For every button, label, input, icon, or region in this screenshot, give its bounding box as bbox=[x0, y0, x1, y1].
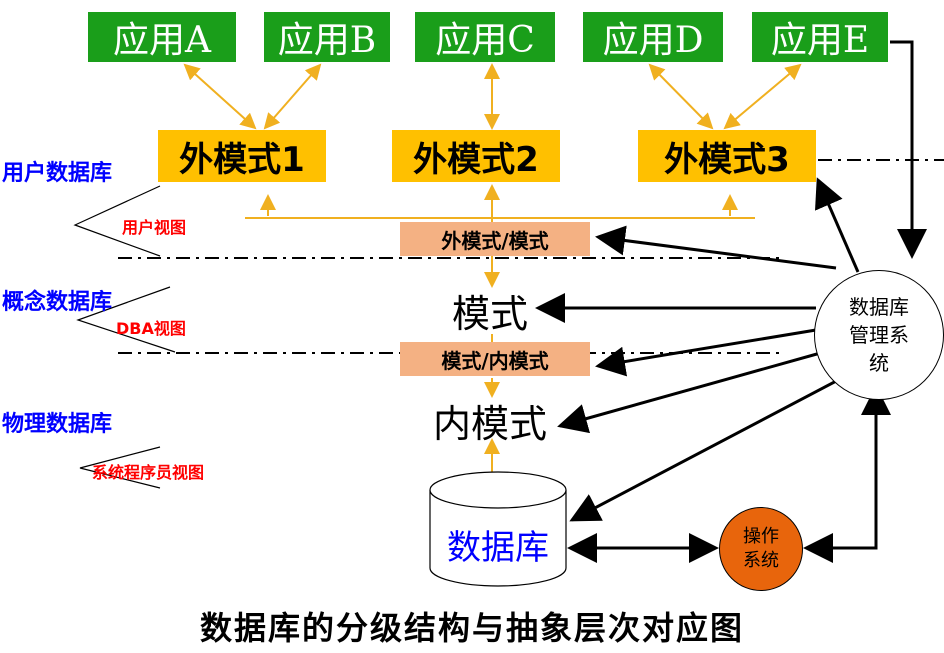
app-e-box: 应用E bbox=[752, 12, 888, 62]
database-label: 数据库 bbox=[447, 528, 549, 568]
view-wedges bbox=[73, 185, 176, 489]
dbms-arrows bbox=[535, 40, 927, 563]
mapping-conceptual-internal: 模式/内模式 bbox=[400, 342, 590, 376]
arrow-appD-ext3 bbox=[648, 63, 714, 130]
internal-schema: 内模式 bbox=[432, 401, 547, 446]
external-schema-2: 外模式2 bbox=[392, 130, 560, 182]
external-schema-3: 外模式3 bbox=[638, 130, 816, 182]
dbms-label: 数据库 管理系 统 bbox=[849, 295, 909, 375]
os-label: 操作 系统 bbox=[743, 526, 779, 571]
physical-db-label: 物理数据库 bbox=[2, 412, 113, 437]
conceptual-schema: 模式 bbox=[451, 291, 528, 336]
arrow-appB-ext1 bbox=[263, 63, 322, 130]
database-cylinder bbox=[429, 471, 567, 587]
dbms-node: 数据库 管理系 统 bbox=[814, 270, 944, 400]
diagram-caption: 数据库的分级结构与抽象层次对应图 bbox=[199, 609, 744, 647]
app-external-arrows bbox=[183, 63, 802, 130]
sys-view-label: 系统程序员视图 bbox=[92, 463, 205, 482]
user-view-label: 用户视图 bbox=[122, 218, 187, 237]
app-a-box: 应用A bbox=[88, 12, 236, 62]
app-b-box: 应用B bbox=[264, 12, 390, 62]
os-node: 操作 系统 bbox=[719, 507, 803, 591]
arrow-appA-ext1 bbox=[183, 63, 257, 130]
app-d-box: 应用D bbox=[583, 12, 723, 62]
dba-view-label: DBA视图 bbox=[116, 319, 186, 338]
user-db-label: 用户数据库 bbox=[2, 161, 113, 186]
app-c-box: 应用C bbox=[415, 12, 555, 62]
arrow-appE-ext3 bbox=[723, 63, 802, 130]
mapping-external-conceptual: 外模式/模式 bbox=[400, 222, 590, 256]
concept-db-label: 概念数据库 bbox=[2, 290, 113, 315]
external-schema-1: 外模式1 bbox=[158, 130, 326, 182]
